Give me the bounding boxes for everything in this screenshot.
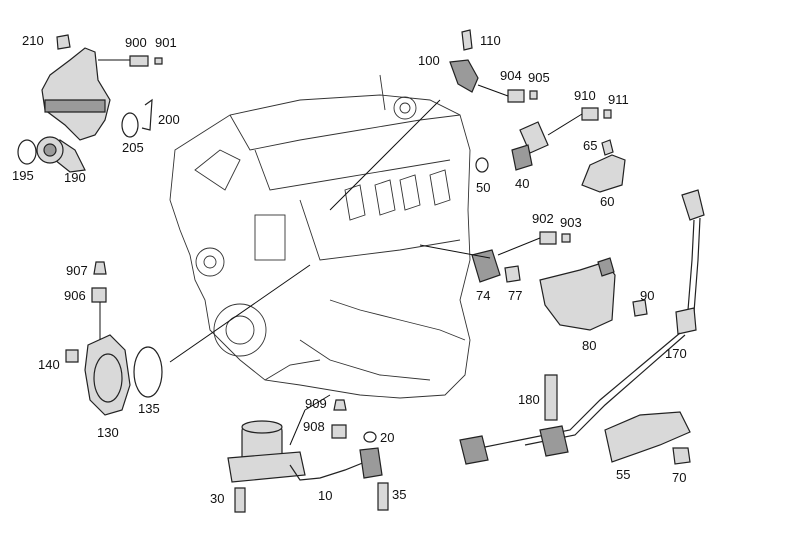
- leader-909-b: [304, 394, 331, 411]
- oil-sensor-10: [227, 399, 389, 513]
- callout-906: 906: [64, 288, 86, 303]
- leader-74-engine: [419, 244, 491, 259]
- callout-909: 909: [305, 396, 327, 411]
- callout-100: 100: [418, 53, 440, 68]
- callout-10: 10: [318, 488, 332, 503]
- callout-55: 55: [616, 467, 630, 482]
- callout-903: 903: [560, 215, 582, 230]
- engine-block: [169, 74, 471, 399]
- callout-905: 905: [528, 70, 550, 85]
- callout-110: 110: [480, 33, 501, 48]
- callout-70: 70: [672, 470, 686, 485]
- bracket-80: [539, 257, 648, 331]
- callout-140: 140: [38, 357, 60, 372]
- callout-50: 50: [476, 180, 490, 195]
- callout-135: 135: [138, 401, 160, 416]
- callout-170: 170: [665, 346, 687, 361]
- leader-100-engine: [329, 99, 441, 211]
- vacuum-pump-130: [65, 261, 163, 416]
- callout-80: 80: [582, 338, 596, 353]
- leader-909: [289, 409, 306, 446]
- bolt-180: [544, 374, 558, 421]
- leader-904: [477, 84, 509, 97]
- callout-910: 910: [574, 88, 596, 103]
- callout-911: 911: [608, 92, 629, 107]
- callout-90: 90: [640, 288, 654, 303]
- callout-130: 130: [97, 425, 119, 440]
- callout-190: 190: [64, 170, 86, 185]
- callout-180: 180: [518, 392, 540, 407]
- callout-30: 30: [210, 491, 224, 506]
- callout-40: 40: [515, 176, 529, 191]
- callout-901: 901: [155, 35, 177, 50]
- callout-60: 60: [600, 194, 614, 209]
- leader-902: [497, 237, 541, 256]
- callout-20: 20: [380, 430, 394, 445]
- callout-907: 907: [66, 263, 88, 278]
- leader-910: [547, 113, 583, 136]
- callout-195: 195: [12, 168, 34, 183]
- callout-77: 77: [508, 288, 522, 303]
- callout-904: 904: [500, 68, 522, 83]
- harness-170: [459, 189, 705, 465]
- callout-210: 210: [22, 33, 44, 48]
- callout-200: 200: [158, 112, 180, 127]
- camshaft-sensor-100: [449, 29, 538, 103]
- leader-130-engine: [169, 264, 311, 363]
- callout-74: 74: [476, 288, 490, 303]
- callout-65: 65: [583, 138, 597, 153]
- sensor-40: [475, 107, 612, 173]
- callout-902: 902: [532, 211, 554, 226]
- callout-900: 900: [125, 35, 147, 50]
- bracket-55: [604, 411, 691, 465]
- callout-205: 205: [122, 140, 144, 155]
- bracket-60: [581, 139, 626, 193]
- sensor-74: [471, 231, 571, 283]
- thermostat-housing-190: [17, 34, 163, 173]
- callout-908: 908: [303, 419, 325, 434]
- callout-35: 35: [392, 487, 406, 502]
